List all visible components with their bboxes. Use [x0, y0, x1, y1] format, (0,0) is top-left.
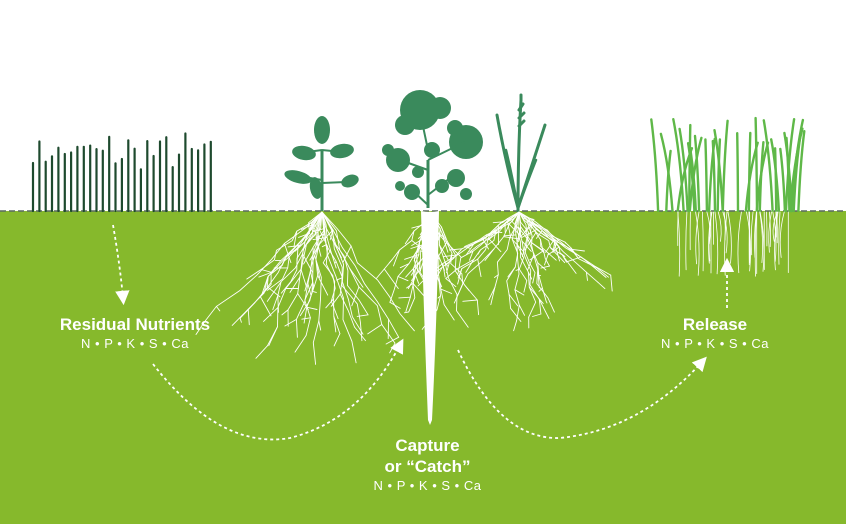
- release-label: Release N • P • K • S • Ca: [640, 314, 790, 353]
- capture-title-line2: or “Catch”: [384, 457, 471, 476]
- capture-title-line1: Capture: [395, 436, 460, 455]
- nutrient-flow-arrows: [112, 224, 735, 441]
- soybean-plant-icon: [284, 116, 359, 211]
- new-crop-roots: [677, 211, 789, 277]
- radish-plant-icon: [382, 90, 483, 208]
- residual-nutrients: N • P • K • S • Ca: [81, 336, 189, 351]
- soybean-roots: [195, 211, 415, 365]
- radish-taproot: [421, 211, 439, 425]
- stubble-icon: [31, 132, 212, 213]
- release-nutrients: N • P • K • S • Ca: [661, 336, 769, 351]
- arrow-to-residual: [112, 224, 130, 306]
- arrow-capture-to-release: [457, 349, 707, 439]
- capture-label: Capture or “Catch” N • P • K • S • Ca: [340, 435, 515, 495]
- new-crop-icon: [650, 116, 806, 213]
- release-title: Release: [682, 315, 748, 334]
- arrow-residual-to-capture: [152, 338, 404, 441]
- grass-plant-icon: [495, 93, 547, 213]
- residual-nutrients-label: Residual Nutrients N • P • K • S • Ca: [30, 314, 240, 353]
- residual-title: Residual Nutrients: [59, 315, 211, 334]
- capture-nutrients: N • P • K • S • Ca: [373, 478, 482, 493]
